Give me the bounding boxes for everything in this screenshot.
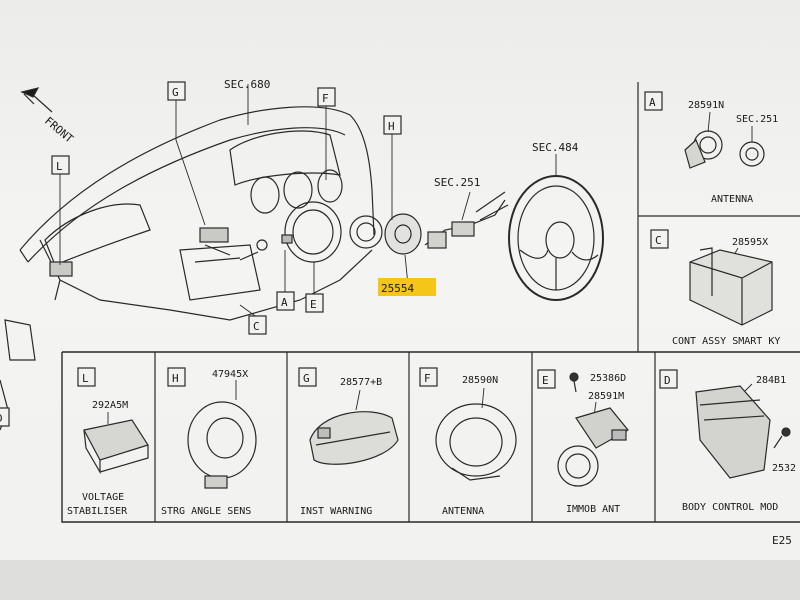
callout-G: G — [167, 81, 186, 101]
panel-L-part-number: 292A5M — [92, 400, 128, 411]
front-label: FRONT — [42, 114, 76, 145]
panel-E-part-number-2: 28591M — [588, 391, 624, 402]
panel-L-letter: L — [82, 372, 89, 385]
callout-H: H — [383, 115, 402, 135]
callout-A-letter: A — [281, 296, 288, 309]
callout-F-letter: F — [322, 92, 329, 105]
panel-A-letter: A — [649, 96, 656, 109]
panel-D-part-number-2: 2532 — [772, 463, 796, 474]
front-arrow: FRONT — [20, 87, 76, 146]
part-number-25554: 25554 — [381, 282, 414, 295]
panel-H-letter: H — [172, 372, 179, 385]
panel-C-caption: CONT ASSY SMART KY — [672, 336, 780, 347]
section-ref-251: SEC.251 — [434, 176, 480, 189]
steering-assembly — [349, 175, 604, 301]
panel-D: D 284B1 2532 BODY CONTROL MOD — [659, 369, 796, 513]
panel-D-letter: D — [664, 374, 671, 387]
callout-L-letter: L — [56, 160, 63, 173]
panel-G-letter: G — [303, 372, 310, 385]
callout-G-letter: G — [172, 86, 179, 99]
callout-F: F — [317, 87, 336, 107]
callout-E: E — [305, 293, 324, 313]
panel-C-letter: C — [655, 234, 662, 247]
panel-G-part-number: 28577+B — [340, 377, 382, 388]
panel-D-part-number-1: 284B1 — [756, 375, 786, 386]
part-number-highlight — [378, 278, 436, 296]
dashboard-outline — [0, 106, 375, 431]
callout-H-letter: H — [388, 120, 395, 133]
section-ref-680: SEC.680 — [224, 78, 270, 91]
bottom-strip-frame — [61, 352, 800, 523]
panel-E-caption: IMMOB ANT — [566, 504, 620, 515]
screen-bottom-shade — [0, 560, 800, 600]
panel-G: G 28577+B INST WARNING — [298, 367, 399, 517]
panel-L-caption-line1: VOLTAGE — [82, 492, 124, 503]
panel-F: F 28590N ANTENNA — [419, 367, 517, 517]
callout-C-letter: C — [253, 320, 260, 333]
panel-G-caption: INST WARNING — [300, 506, 372, 517]
panel-A-part-number: 28591N — [688, 100, 724, 111]
panel-F-caption: ANTENNA — [442, 506, 484, 517]
panel-C-part-number: 28595X — [732, 237, 768, 248]
panel-E: E 25386D 28591M IMMOB ANT — [537, 369, 629, 515]
panel-F-part-number: 28590N — [462, 375, 498, 386]
callout-L: L — [51, 155, 70, 175]
panel-L: L 292A5M VOLTAGE STABILISER — [67, 367, 149, 517]
callout-C: C — [248, 315, 267, 335]
panel-A: A 28591N SEC.251 ANTENNA — [637, 82, 800, 352]
section-ref-484: SEC.484 — [532, 141, 579, 154]
leader-lines — [59, 84, 557, 319]
callout-E-letter: E — [310, 298, 317, 311]
panel-C: C 28595X CONT ASSY SMART KY — [650, 229, 780, 347]
callout-A: A — [276, 291, 295, 311]
panel-H-caption: STRG ANGLE SENS — [161, 506, 251, 517]
panel-F-letter: F — [424, 372, 431, 385]
panel-A-caption: ANTENNA — [711, 194, 753, 205]
panel-H-part-number: 47945X — [212, 369, 248, 380]
callout-D-letter: D — [0, 412, 3, 425]
diagram-code: E25 — [772, 534, 792, 547]
panel-E-part-number-1: 25386D — [590, 373, 626, 384]
panel-H: H 47945X STRG ANGLE SENS — [161, 367, 257, 517]
panel-E-letter: E — [542, 374, 549, 387]
callout-D: D — [0, 407, 10, 427]
panel-L-caption-line2: STABILISER — [67, 506, 128, 517]
panel-A-section-ref: SEC.251 — [736, 114, 778, 125]
panel-D-caption: BODY CONTROL MOD — [682, 502, 778, 513]
